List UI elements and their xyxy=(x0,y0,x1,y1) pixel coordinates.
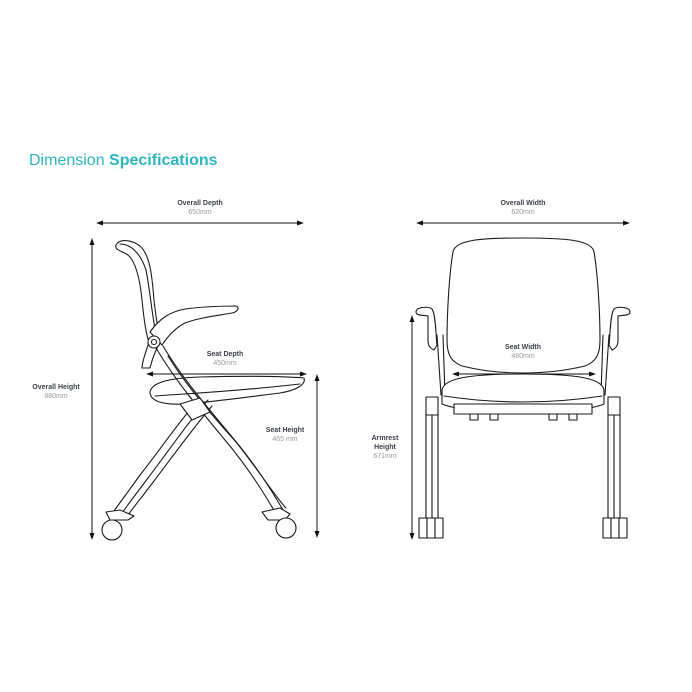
overall-depth-label: Overall Depth 650mm xyxy=(150,199,250,217)
seat-depth-label: Seat Depth 450mm xyxy=(185,350,265,368)
seat-width-name: Seat Width xyxy=(504,344,542,351)
overall-depth-name: Overall Depth xyxy=(177,200,223,207)
caster-front-right-1 xyxy=(602,517,612,539)
overall-height-label: Overall Height 880mm xyxy=(18,383,94,401)
seat-height-value: 465 mm xyxy=(272,436,298,443)
overall-depth-value: 650mm xyxy=(188,209,212,216)
seat-depth-dimension-line xyxy=(146,371,307,377)
page-title: Dimension Specifications xyxy=(29,152,218,170)
armrest-height-name-line1: Armrest xyxy=(371,435,399,442)
seat-width-value: 480mm xyxy=(511,353,535,360)
armrest-height-label: Armrest Height 671mm xyxy=(360,434,410,461)
caster-front-right-2 xyxy=(610,517,620,539)
seat-height-name: Seat Height xyxy=(265,427,305,434)
caster-front xyxy=(275,517,297,539)
seat-height-dimension-line xyxy=(314,374,320,538)
front-view-chair xyxy=(409,220,631,540)
armrest-height-dimension-line xyxy=(409,315,415,540)
seat-height-label: Seat Height 465 mm xyxy=(255,426,315,444)
title-bold: Specifications xyxy=(109,152,218,169)
overall-height-name: Overall Height xyxy=(32,384,80,391)
overall-width-dimension-line xyxy=(416,220,630,226)
seat-depth-value: 450mm xyxy=(213,360,237,367)
overall-width-name: Overall Width xyxy=(500,200,546,207)
side-view-chair xyxy=(89,220,320,541)
overall-depth-dimension-line xyxy=(96,220,304,226)
caster-rear xyxy=(101,519,123,541)
armrest-height-value: 671mm xyxy=(373,453,397,460)
caster-front-left-2 xyxy=(426,517,436,539)
overall-width-label: Overall Width 620mm xyxy=(473,199,573,217)
title-light: Dimension xyxy=(29,152,105,169)
caster-front-right-3 xyxy=(618,517,628,539)
overall-height-value: 880mm xyxy=(44,393,68,400)
seat-width-label: Seat Width 480mm xyxy=(483,343,563,361)
caster-front-left-1 xyxy=(418,517,428,539)
seat-depth-name: Seat Depth xyxy=(206,351,244,358)
overall-width-value: 620mm xyxy=(511,209,535,216)
overall-height-dimension-line xyxy=(89,238,95,540)
caster-front-left-3 xyxy=(434,517,444,539)
armrest-height-name-line2: Height xyxy=(374,444,396,451)
